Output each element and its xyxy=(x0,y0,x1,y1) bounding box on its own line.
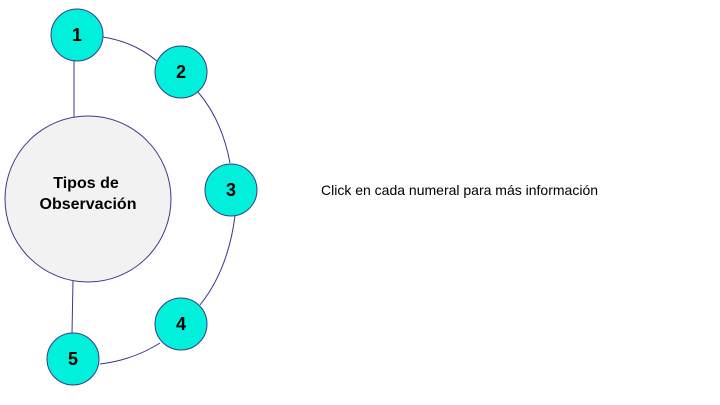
connector-center-node5 xyxy=(71,280,74,334)
center-label-line2: Observación xyxy=(40,196,137,213)
node-5-button[interactable]: 5 xyxy=(46,332,100,386)
node-3-label: 3 xyxy=(226,180,236,200)
node-3-circle xyxy=(204,163,258,217)
node-2-circle xyxy=(154,45,208,99)
node-1-button[interactable]: 1 xyxy=(50,8,104,62)
instruction-text: Click en cada numeral para más informaci… xyxy=(321,182,599,198)
connector-arc-4-5 xyxy=(99,342,161,365)
connector-arc-2-3 xyxy=(197,91,231,164)
node-4-circle xyxy=(154,297,208,351)
connectors xyxy=(71,36,236,365)
center-label-line1: Tipos de xyxy=(53,175,119,192)
connector-arc-1-2 xyxy=(102,36,159,63)
node-1-circle xyxy=(50,8,104,62)
node-2-label: 2 xyxy=(176,62,186,82)
node-4-label: 4 xyxy=(176,314,186,334)
node-2-button[interactable]: 2 xyxy=(154,45,208,99)
node-5-label: 5 xyxy=(68,349,78,369)
node-5-circle xyxy=(46,332,100,386)
node-4-button[interactable]: 4 xyxy=(154,297,208,351)
connector-arc-3-4 xyxy=(199,215,236,306)
node-3-button[interactable]: 3 xyxy=(204,163,258,217)
center-hub: Tipos de Observación xyxy=(4,115,172,283)
node-1-label: 1 xyxy=(72,25,82,45)
center-circle xyxy=(4,115,172,283)
